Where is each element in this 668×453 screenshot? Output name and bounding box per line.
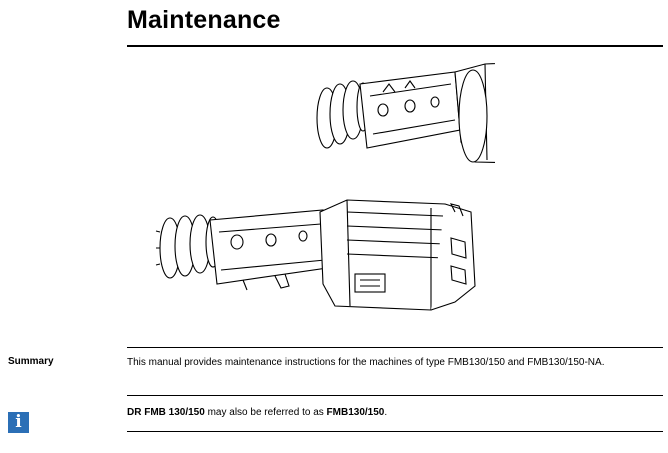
title-rule [127,45,663,47]
summary-text: This manual provides maintenance instruc… [127,357,605,368]
page-title: Maintenance [127,6,281,34]
note-bold-alias: FMB130/150 [326,407,385,418]
machine-illustration [155,63,495,311]
note-text: DR FMB 130/150 may also be referred to a… [127,407,657,419]
note-end-punct: . [384,407,388,418]
section-rule [127,395,663,396]
summary-label: Summary [8,356,54,367]
note-bold-term: DR FMB 130/150 [127,407,205,418]
note-plain-text: may also be referred to as [204,407,327,418]
section-rule [127,347,663,348]
section-rule [127,431,663,432]
info-icon: i [8,412,29,433]
